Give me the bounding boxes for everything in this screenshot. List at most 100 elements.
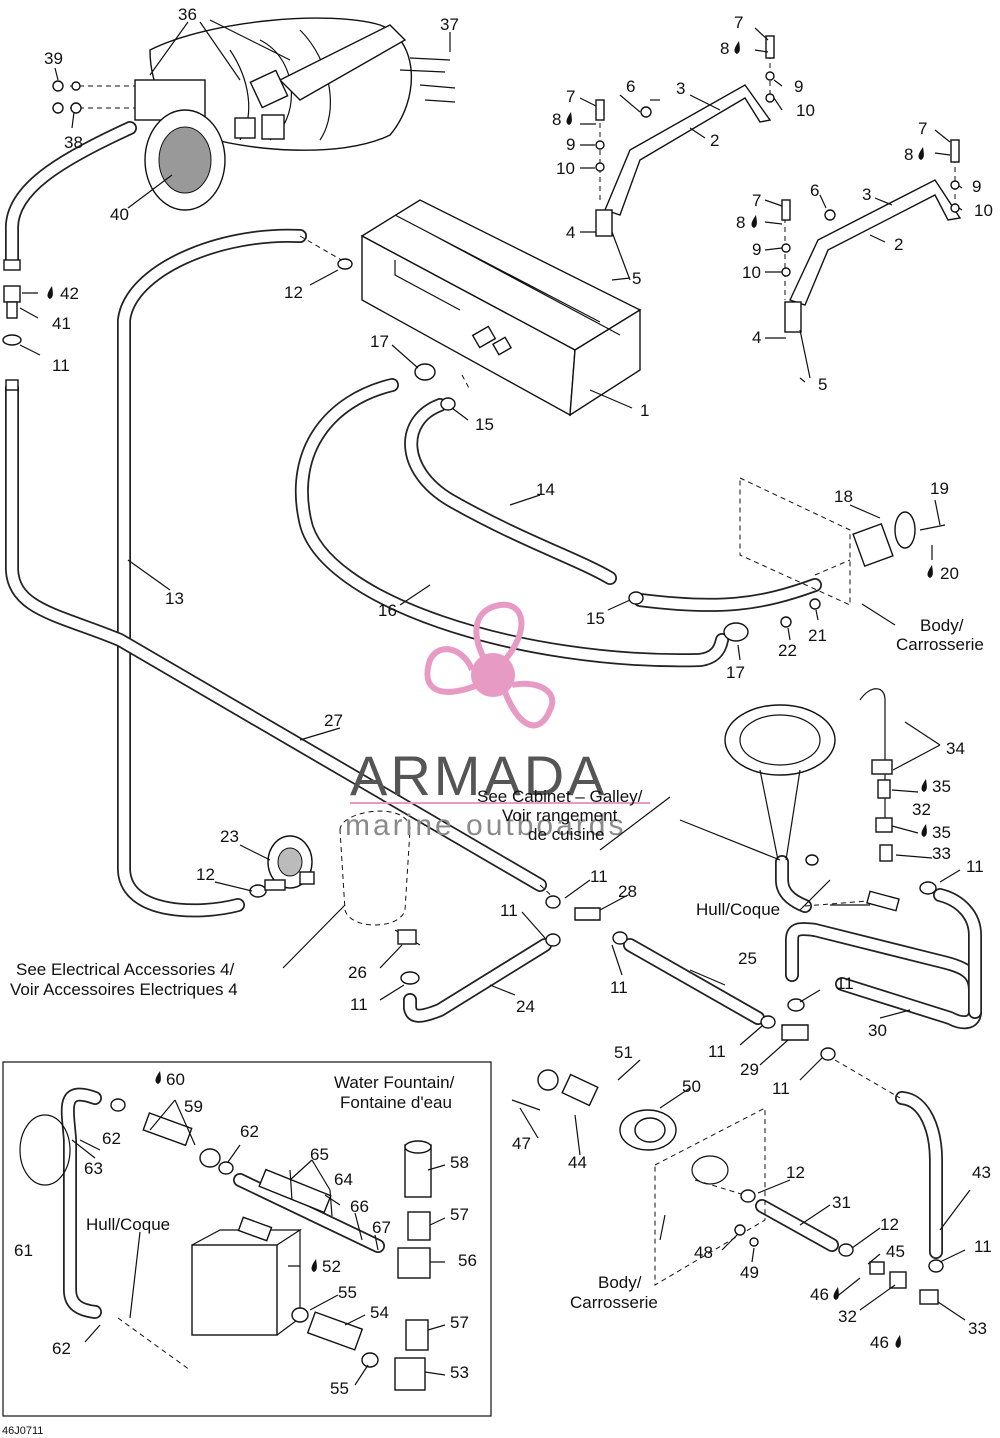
callout: 62 xyxy=(102,1129,121,1148)
callout: 46 xyxy=(870,1333,889,1352)
body-label-bottom-1: Body/ xyxy=(598,1273,642,1292)
callout: 8 xyxy=(736,213,745,232)
callout: 54 xyxy=(370,1303,389,1322)
callout: 18 xyxy=(834,487,853,506)
callout: 31 xyxy=(832,1193,851,1212)
callout: 11 xyxy=(708,1042,726,1061)
callout: 50 xyxy=(682,1077,701,1096)
callout: 29 xyxy=(740,1060,759,1079)
callout: 35 xyxy=(932,823,951,842)
callout: 51 xyxy=(614,1043,633,1062)
callout: 2 xyxy=(894,235,903,254)
callout: 11 xyxy=(836,974,854,993)
tank-bracket-b xyxy=(781,139,962,379)
hull-label-top: Hull/Coque xyxy=(696,900,780,919)
callout: 46 xyxy=(810,1285,829,1304)
callout: 53 xyxy=(450,1363,469,1382)
hoses xyxy=(5,121,982,1319)
callout: 11 xyxy=(52,356,70,375)
callout: 12 xyxy=(196,865,215,884)
callout: 11 xyxy=(974,1237,992,1256)
callout: 20 xyxy=(940,564,959,583)
callout: 9 xyxy=(566,135,575,154)
body-label-bottom-2: Carrosserie xyxy=(570,1293,658,1312)
callout: 11 xyxy=(610,978,628,997)
callout: 12 xyxy=(880,1215,899,1234)
watermark-brand: ARMADA xyxy=(350,744,608,807)
callout: 11 xyxy=(590,867,608,886)
body-label-top-1: Body/ xyxy=(920,616,964,635)
callout: 56 xyxy=(458,1251,477,1270)
callout: 15 xyxy=(586,609,605,628)
callout: 24 xyxy=(516,997,535,1016)
callout-numbers: 36 37 39 38 40 42 41 11 12 17 15 1 14 13… xyxy=(14,5,993,1398)
callout: 9 xyxy=(972,177,981,196)
callout: 52 xyxy=(322,1257,341,1276)
armada-watermark: ARMADA marine outboards xyxy=(345,601,650,842)
callout: 8 xyxy=(720,39,729,58)
callout: 10 xyxy=(556,159,575,178)
electrical-note-line1: See Electrical Accessories 4/ xyxy=(16,960,235,979)
pump-assembly xyxy=(264,810,421,946)
callout: 19 xyxy=(930,479,949,498)
callout: 13 xyxy=(165,589,184,608)
callout: 23 xyxy=(220,827,239,846)
callout: 59 xyxy=(184,1097,203,1116)
callout: 10 xyxy=(742,263,761,282)
callout: 21 xyxy=(808,626,827,645)
callout: 49 xyxy=(740,1263,759,1282)
callout: 36 xyxy=(178,5,197,24)
callout: 11 xyxy=(772,1079,790,1098)
callout: 48 xyxy=(694,1243,713,1262)
callout: 4 xyxy=(752,328,761,347)
callout: 45 xyxy=(886,1242,905,1261)
callout: 17 xyxy=(726,663,745,682)
water-tank xyxy=(360,199,642,417)
callout: 47 xyxy=(512,1134,531,1153)
callout: 65 xyxy=(310,1145,329,1164)
callout: 12 xyxy=(786,1163,805,1182)
callout: 67 xyxy=(372,1218,391,1237)
propeller-logo xyxy=(424,601,556,729)
callout: 22 xyxy=(778,641,797,660)
thru-hull-fitting xyxy=(739,477,946,628)
fitting-41 xyxy=(3,285,21,303)
callout: 11 xyxy=(966,857,984,876)
water-fountain-inset-frame xyxy=(2,1061,492,1417)
tank-bracket-a xyxy=(595,35,775,281)
callout: 55 xyxy=(338,1283,357,1302)
callout: 11 xyxy=(500,901,518,920)
callout: 16 xyxy=(378,601,397,620)
cabinet-note-line1: See Cabinet – Galley/ xyxy=(477,787,643,806)
callout: 5 xyxy=(818,375,827,394)
callout: 7 xyxy=(918,119,927,138)
callout: 39 xyxy=(44,49,63,68)
callout: 11 xyxy=(350,995,368,1014)
callout: 27 xyxy=(324,711,343,730)
fitting-top xyxy=(3,259,21,271)
parts xyxy=(2,17,962,1391)
watermark-tagline: marine outboards xyxy=(345,809,626,842)
callout: 61 xyxy=(14,1241,33,1260)
callout: 4 xyxy=(566,223,575,242)
callout: 5 xyxy=(632,269,641,288)
callout: 32 xyxy=(838,1307,857,1326)
hose-clamps xyxy=(249,258,944,1273)
callout: 25 xyxy=(738,949,757,968)
t-fitting-29 xyxy=(781,1024,809,1041)
callout: 7 xyxy=(752,191,761,210)
inset-title-line1: Water Fountain/ xyxy=(334,1073,455,1092)
inset-title-line2: Fontaine d'eau xyxy=(340,1093,452,1112)
callout: 8 xyxy=(904,145,913,164)
electrical-note-line2: Voir Accessoires Electriques 4 xyxy=(10,980,238,999)
callout: 1 xyxy=(640,401,649,420)
callout: 55 xyxy=(330,1379,349,1398)
callout: 60 xyxy=(166,1070,185,1089)
callout: 10 xyxy=(796,101,815,120)
callout: 3 xyxy=(862,185,871,204)
callout: 63 xyxy=(84,1159,103,1178)
callout: 58 xyxy=(450,1153,469,1172)
callout: 34 xyxy=(946,739,965,758)
callout: 33 xyxy=(932,844,951,863)
